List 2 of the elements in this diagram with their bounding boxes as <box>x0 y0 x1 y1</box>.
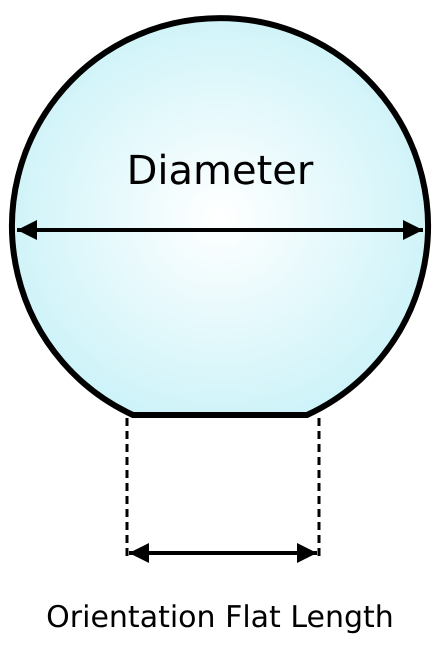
dimension-label: Diameter <box>126 148 314 194</box>
dimension-label: Orientation Flat Length <box>45 600 395 635</box>
